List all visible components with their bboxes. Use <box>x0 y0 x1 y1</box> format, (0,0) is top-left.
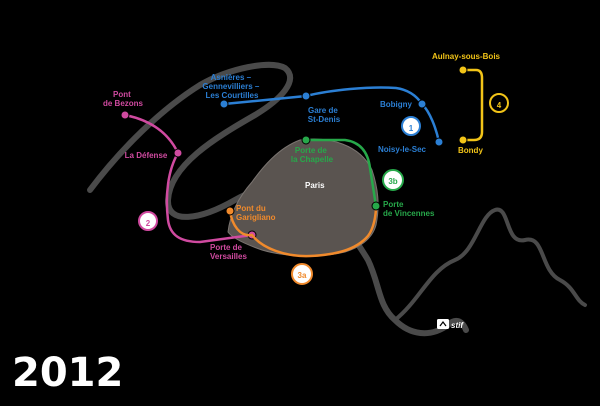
paris-label: Paris <box>305 181 325 190</box>
station-pont-du-garigliano <box>225 206 235 216</box>
line-2-route <box>124 113 253 244</box>
line-1-badge: 1 <box>401 116 421 136</box>
svg-text:3a: 3a <box>298 271 307 280</box>
stif-logo: stif <box>437 319 464 330</box>
station-bobigny <box>417 99 427 109</box>
svg-text:4: 4 <box>497 101 502 110</box>
line-3b-badge: 3b <box>382 169 404 191</box>
station-porte-de-vincennes <box>371 201 381 211</box>
station-la-defense <box>173 148 183 158</box>
line-4-badge: 4 <box>489 93 509 113</box>
label-porte-de-la-chapelle: Porte de la Chapelle <box>291 146 334 164</box>
label-asnieres: Asnières – Gennevilliers – Les Courtille… <box>202 73 261 100</box>
line-1-route <box>223 86 441 143</box>
line-3a-route <box>228 205 378 258</box>
label-bobigny: Bobigny <box>380 100 413 109</box>
svg-text:1: 1 <box>409 124 414 133</box>
svg-text:2: 2 <box>146 219 151 228</box>
svg-text:stif: stif <box>451 321 464 330</box>
station-porte-de-la-chapelle <box>301 135 311 145</box>
line-2-badge: 2 <box>138 211 158 231</box>
station-bondy <box>458 135 468 145</box>
line-3a-badge: 3a <box>291 263 313 285</box>
station-aulnay <box>458 65 468 75</box>
station-gare-st-denis <box>301 91 311 101</box>
label-aulnay: Aulnay-sous-Bois <box>432 52 501 61</box>
station-pont-de-bezons <box>120 110 130 120</box>
svg-text:3b: 3b <box>388 177 397 186</box>
line-4-route <box>463 68 484 142</box>
station-noisy-le-sec <box>434 137 444 147</box>
marne-river <box>393 207 587 322</box>
label-gare-st-denis: Gare de St-Denis <box>308 106 341 124</box>
label-la-defense: La Défense <box>125 151 168 160</box>
label-porte-de-versailles: Porte de Versailles <box>210 243 247 261</box>
label-bondy: Bondy <box>458 146 483 155</box>
line-3b-route <box>306 138 378 207</box>
label-porte-de-vincennes: Porte de Vincennes <box>383 200 435 218</box>
year-label: 2012 <box>12 350 123 396</box>
label-pont-de-bezons: Pont de Bezons <box>103 90 144 108</box>
station-asnieres <box>219 99 229 109</box>
label-pont-du-garigliano: Pont du Garigliano <box>236 204 276 222</box>
label-noisy-le-sec: Noisy-le-Sec <box>378 145 427 154</box>
